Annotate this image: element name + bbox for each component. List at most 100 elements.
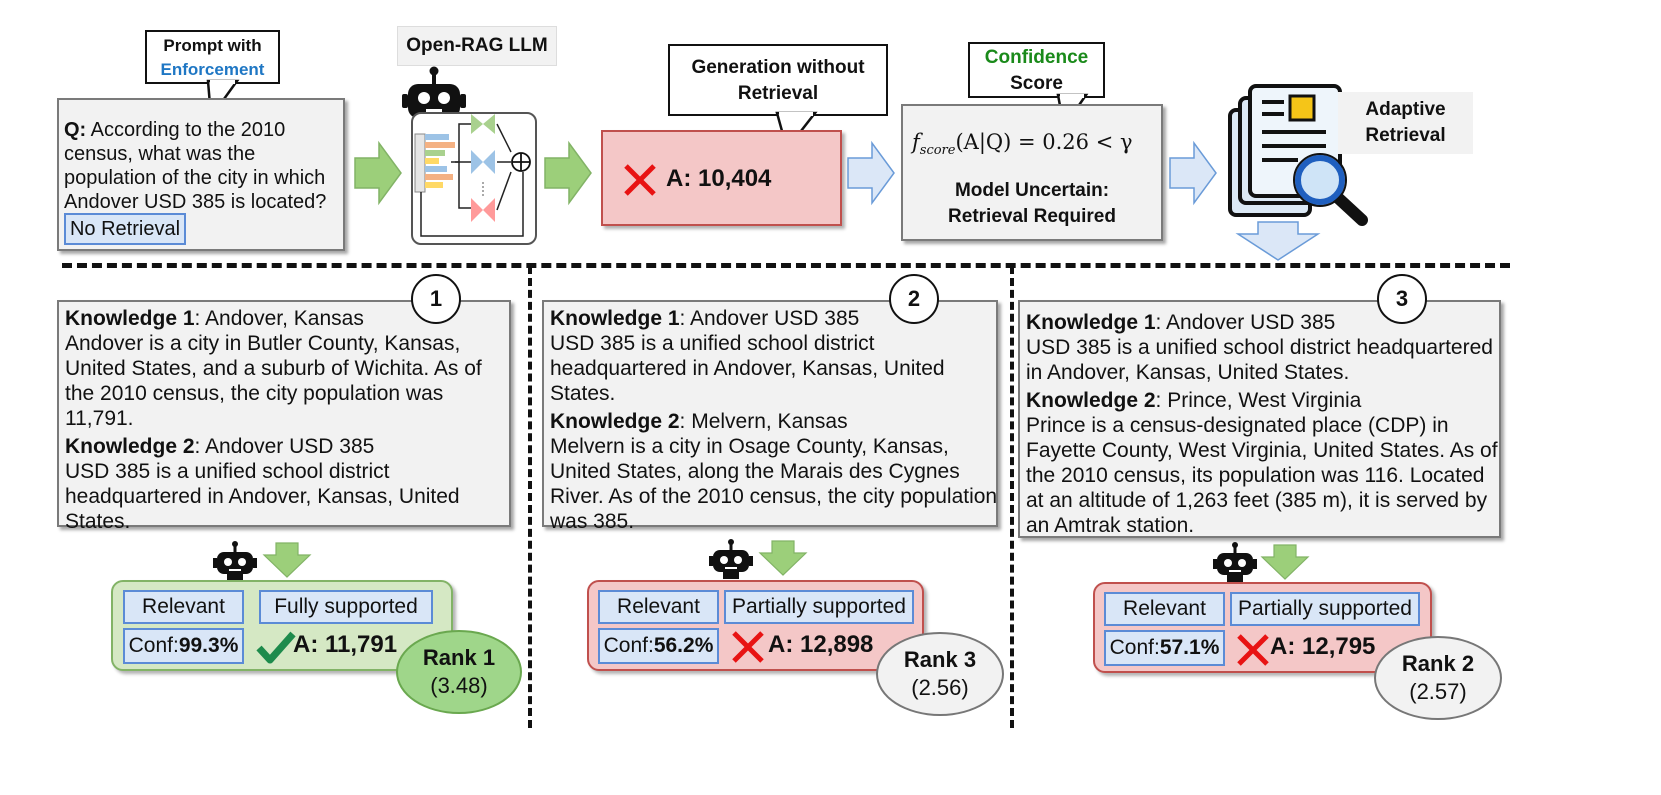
confidence-tag-3: Conf: 57.1% (1104, 630, 1225, 666)
arrow-right-icon (1169, 140, 1217, 206)
formula-f: f (912, 130, 920, 154)
rank-label-2: Rank 3 (903, 647, 977, 672)
vertical-divider-1 (528, 266, 532, 728)
knowledge-1-line: USD 385 is a unified school district (550, 332, 875, 355)
question-box: Q: According to the 2010 census, what wa… (57, 98, 345, 251)
formula-subscript: score (919, 143, 956, 159)
knowledge-1-header: Knowledge 1: Andover USD 385 (550, 307, 860, 330)
rank-label-1: Rank 1 (422, 645, 496, 670)
moe-diagram (414, 114, 531, 237)
support-tag-1: Fully supported (259, 590, 433, 624)
horizontal-divider (62, 263, 1510, 268)
cross-icon (732, 631, 764, 663)
panel-number-2: 2 (889, 274, 939, 324)
adaptive-line2: Retrieval (1365, 125, 1446, 146)
question-line-4: Andover USD 385 is located? (64, 191, 327, 213)
knowledge-2-line: at an altitude of 1,263 feet (385 m), it… (1026, 489, 1488, 512)
answer-3: A: 12,795 (1270, 633, 1376, 660)
confidence-callout-line1: Confidence (984, 47, 1089, 68)
robot-icon (1213, 542, 1257, 582)
question-line-1: According to the 2010 (86, 119, 286, 141)
checkmark-icon (256, 631, 296, 664)
knowledge-2-line: headquartered in Andover, Kansas, United (65, 485, 460, 508)
rank-score-3: (2.57) (1409, 679, 1467, 704)
panel-number-1: 1 (411, 274, 461, 324)
question-prefix: Q: (64, 119, 87, 141)
confidence-callout: Confidence Score (968, 42, 1105, 98)
llm-label: Open-RAG LLM (397, 26, 557, 66)
knowledge-1-header: Knowledge 1: Andover, Kansas (65, 307, 364, 330)
relevance-tag-1: Relevant (123, 590, 244, 624)
model-uncertain-text: Model Uncertain: Retrieval Required (901, 178, 1163, 230)
knowledge-1-line: 11,791. (65, 407, 134, 430)
rank-badge-3: Rank 2 (2.57) (1374, 636, 1502, 720)
no-retrieval-answer: A: 10,404 (666, 165, 772, 192)
knowledge-2-line: an Amtrak station. (1026, 514, 1195, 537)
arrow-down-icon (1235, 221, 1321, 261)
confidence-callout-line2: Score (1010, 73, 1063, 94)
knowledge-2-line: Fayette County, West Virginia, United St… (1026, 439, 1498, 462)
prompt-callout: Prompt with Enforcement (145, 30, 280, 84)
knowledge-1-line: Andover is a city in Butler County, Kans… (65, 332, 461, 355)
formula-rest: (A|Q) = 0.26 < γ (955, 130, 1133, 154)
knowledge-1-line: in Andover, Kansas, United States. (1026, 361, 1350, 384)
knowledge-2-line: was 385. (550, 510, 635, 533)
knowledge-2-line: USD 385 is a unified school district (65, 460, 390, 483)
arrow-right-icon (354, 140, 402, 206)
rank-badge-2: Rank 3 (2.56) (876, 632, 1004, 716)
arrow-down-icon (262, 542, 312, 578)
rank-score-1: (3.48) (430, 673, 488, 698)
arrow-right-icon (544, 140, 592, 206)
knowledge-1-line: USD 385 is a unified school district hea… (1026, 336, 1493, 359)
question-line-2: census, what was the (64, 143, 256, 165)
cross-icon (1237, 634, 1269, 666)
robot-icon (709, 539, 753, 579)
question-line-3: population of the city in which (64, 167, 326, 189)
rank-badge-1: Rank 1 (3.48) (396, 630, 522, 714)
answer-2: A: 12,898 (768, 631, 874, 658)
knowledge-2-line: States. (65, 510, 131, 533)
no-retrieval-tag: No Retrieval (64, 213, 186, 245)
adaptive-retrieval-label: Adaptive Retrieval (1338, 92, 1473, 154)
confidence-tag-2: Conf: 56.2% (598, 628, 719, 664)
knowledge-2-line: United States, along the Marais des Cygn… (550, 460, 960, 483)
generation-callout-line1: Generation without (691, 57, 865, 78)
knowledge-2-header: Knowledge 2: Melvern, Kansas (550, 410, 848, 433)
knowledge-1-line: the 2010 census, the city population was (65, 382, 444, 405)
knowledge-2-header: Knowledge 2: Prince, West Virginia (1026, 389, 1362, 412)
prompt-callout-line2: Enforcement (160, 60, 265, 79)
model-uncertain-line1: Model Uncertain: (954, 180, 1110, 201)
confidence-tag-1: Conf: 99.3% (123, 628, 244, 664)
knowledge-box-1: Knowledge 1: Andover, Kansas Andover is … (57, 300, 511, 533)
arrow-down-icon (1260, 544, 1310, 580)
knowledge-2-line: the 2010 census, its population was 116.… (1026, 464, 1485, 487)
adaptive-line1: Adaptive (1365, 99, 1446, 120)
panel-number-3: 3 (1377, 274, 1427, 324)
answer-1: A: 11,791 (293, 631, 398, 658)
knowledge-2-header: Knowledge 2: Andover USD 385 (65, 435, 375, 458)
support-tag-3: Partially supported (1230, 592, 1420, 626)
generation-callout-line2: Retrieval (737, 83, 819, 104)
confidence-formula: fscore(A|Q) = 0.26 < γ (912, 130, 1157, 158)
arrow-down-icon (758, 540, 808, 576)
question-text: Q: According to the 2010 census, what wa… (64, 118, 343, 214)
cross-icon (624, 164, 656, 196)
knowledge-1-line: United States, and a suburb of Wichita. … (65, 357, 482, 380)
knowledge-1-line: States. (550, 382, 616, 405)
relevance-tag-3: Relevant (1104, 592, 1225, 626)
knowledge-2-line: River. As of the 2010 census, the city p… (550, 485, 998, 508)
knowledge-1-line: headquartered in Andover, Kansas, United (550, 357, 945, 380)
document-search-icon (1228, 84, 1368, 226)
robot-icon (402, 66, 466, 130)
generation-callout: Generation without Retrieval (668, 44, 888, 116)
knowledge-2-line: Prince is a census-designated place (CDP… (1026, 414, 1449, 437)
model-uncertain-line2: Retrieval Required (948, 206, 1116, 227)
confidence-formula-box (901, 104, 1163, 241)
relevance-tag-2: Relevant (598, 590, 719, 624)
robot-icon (213, 541, 257, 581)
knowledge-box-3: Knowledge 1: Andover USD 385 USD 385 is … (1018, 300, 1501, 538)
vertical-divider-2 (1010, 266, 1014, 728)
knowledge-1-header: Knowledge 1: Andover USD 385 (1026, 311, 1336, 334)
support-tag-2: Partially supported (724, 590, 914, 624)
knowledge-box-2: Knowledge 1: Andover USD 385 USD 385 is … (542, 300, 998, 533)
